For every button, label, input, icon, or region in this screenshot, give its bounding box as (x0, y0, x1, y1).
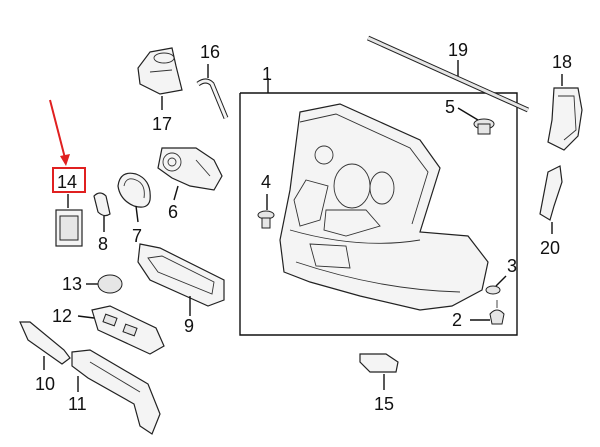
part-11-long-trim: 11 (68, 349, 161, 435)
part-7-speaker-ring: 7 (117, 172, 151, 246)
part-9-bezel-frame: 9 (137, 243, 225, 336)
part-4-clip: 4 (257, 172, 275, 229)
label-16: 16 (200, 42, 220, 62)
part-17-bracket: 17 (137, 47, 183, 134)
label-17: 17 (152, 114, 172, 134)
part-20-trim: 20 (539, 165, 563, 258)
part-10-trim-strip: 10 (19, 321, 71, 394)
label-9: 9 (184, 316, 194, 336)
part-16-hose: 16 (196, 42, 229, 119)
label-8: 8 (98, 234, 108, 254)
part-13-cap: 13 (62, 274, 123, 294)
part-1-assembly: 1 (239, 64, 518, 336)
label-5: 5 (445, 97, 455, 117)
label-7: 7 (132, 226, 142, 246)
part-14-switch: 14 (49, 99, 86, 247)
part-3-washer: 3 (485, 256, 517, 295)
part-2-clip: 2 (452, 300, 505, 330)
label-12: 12 (52, 306, 72, 326)
highlight-box (52, 167, 86, 193)
label-20: 20 (540, 238, 560, 258)
label-6: 6 (168, 202, 178, 222)
part-18-bracket: 18 (547, 52, 583, 151)
label-11: 11 (68, 394, 87, 414)
label-14: 14 (57, 172, 77, 192)
label-2: 2 (452, 310, 462, 330)
label-15: 15 (374, 394, 394, 414)
label-13: 13 (62, 274, 82, 294)
label-19: 19 (448, 40, 468, 60)
label-1: 1 (262, 64, 272, 84)
part-6-speaker-bracket: 6 (157, 147, 223, 222)
label-10: 10 (35, 374, 55, 394)
part-12-switch-bezel: 12 (52, 305, 165, 355)
part-19-weatherstrip: 19 (366, 35, 530, 113)
label-4: 4 (261, 172, 271, 192)
label-18: 18 (552, 52, 572, 72)
part-15-cover: 15 (359, 353, 399, 414)
part-5-clip: 5 (445, 97, 495, 135)
label-3: 3 (507, 256, 517, 276)
door-trim-panel (279, 103, 489, 311)
part-8-trim-piece: 8 (93, 192, 111, 254)
